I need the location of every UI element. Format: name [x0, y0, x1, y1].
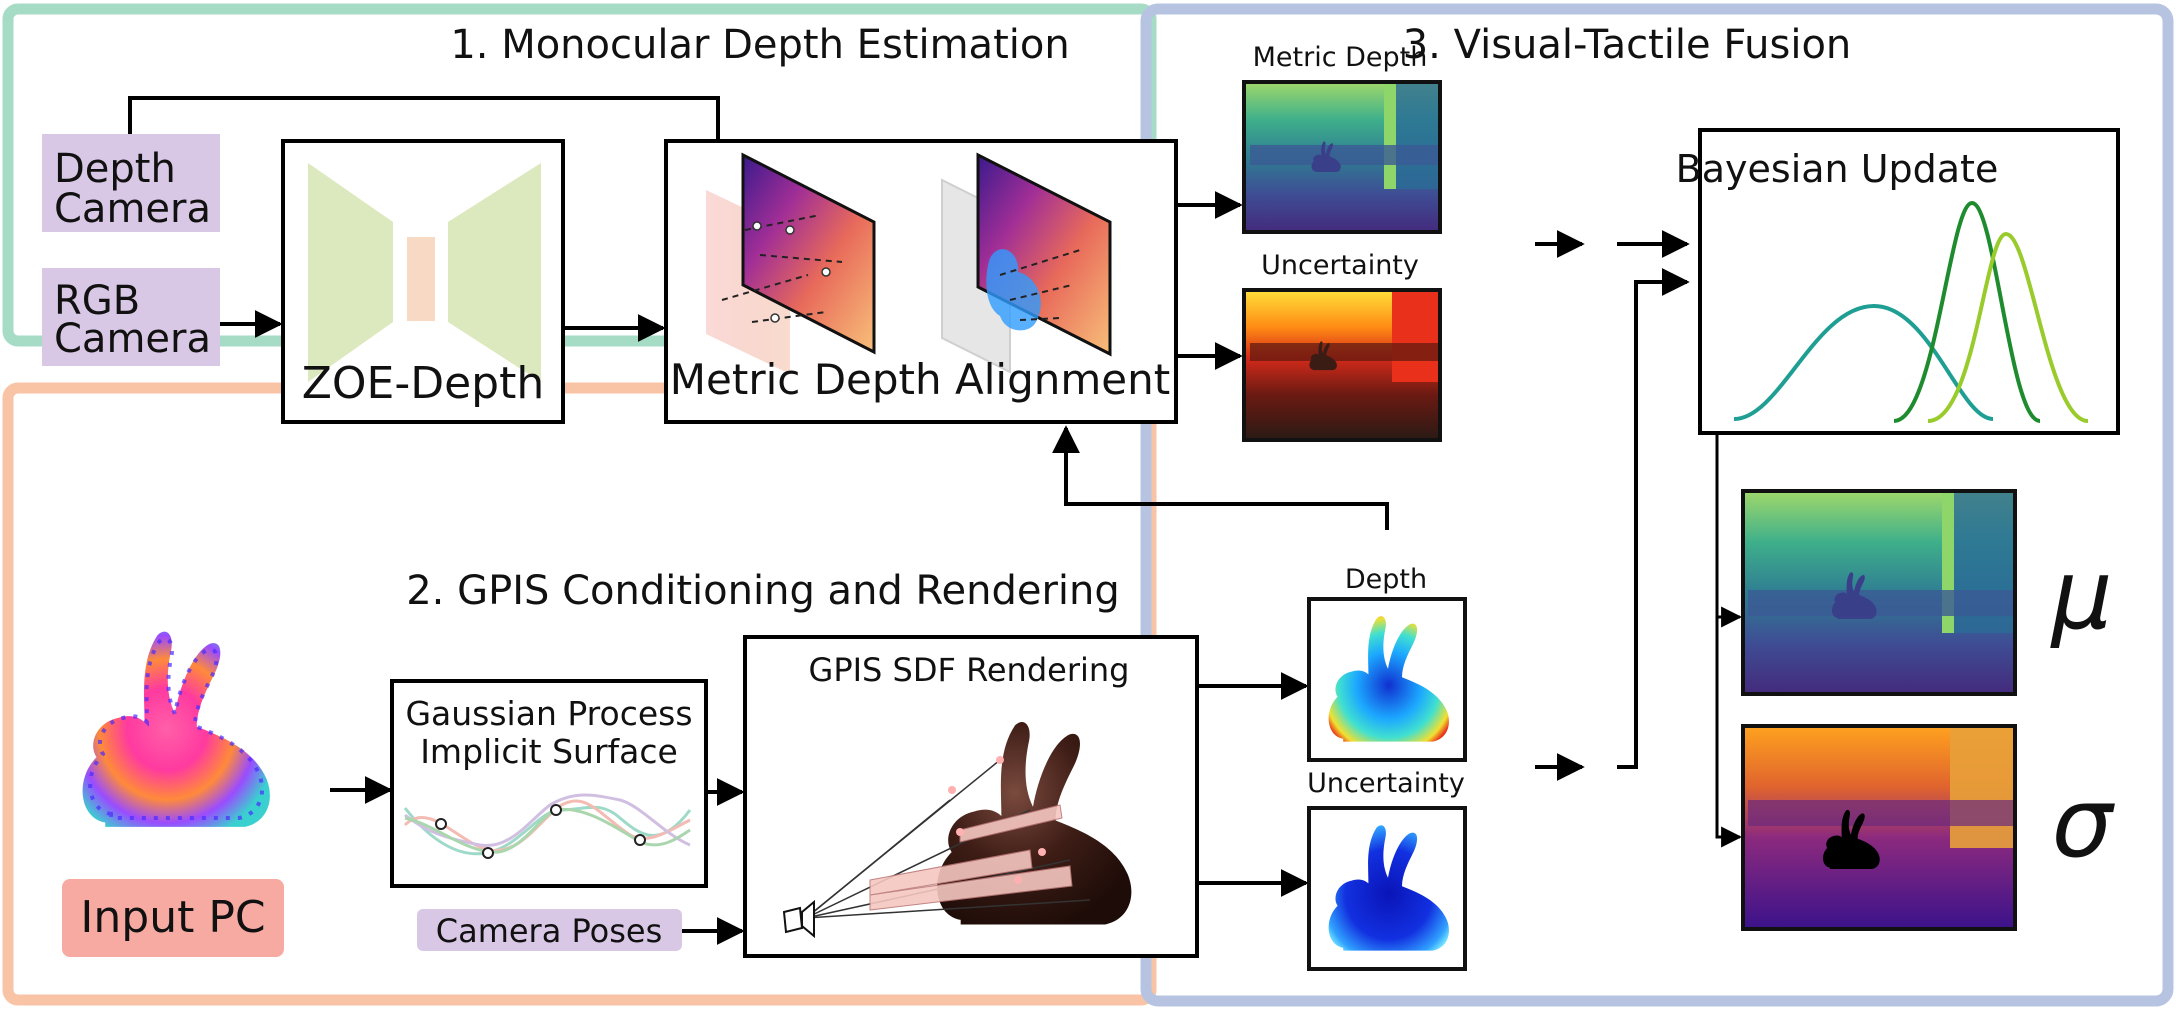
depth-camera-label-line2: Camera [54, 186, 211, 232]
uncertainty-table [1250, 343, 1438, 361]
fused-uncertainty-wall [1950, 728, 2013, 848]
alignment-aligned-correspondence-lines [999, 249, 1081, 321]
alignment-aligned-depth-plane [976, 152, 1112, 357]
bayes-likelihood-curve [1927, 231, 2089, 423]
gpis-to-alignment-arrow [1052, 425, 1389, 530]
gp-label-line1: Gaussian Process [405, 694, 692, 733]
zoe-bottleneck-shape [407, 237, 435, 321]
alignment-blue-overlay [986, 249, 1041, 331]
render-label: GPIS SDF Rendering [809, 651, 1130, 689]
alignment-label: Metric Depth Alignment [670, 355, 1170, 404]
camera-poses-box [417, 909, 682, 951]
bayes-box [1698, 128, 2120, 435]
sigma-symbol: σ [2052, 767, 2116, 879]
section2-title: 2. GPIS Conditioning and Rendering [406, 568, 1120, 614]
section1-title: 1. Monocular Depth Estimation [450, 22, 1069, 68]
rgb-camera-label-line1: RGB [54, 278, 140, 324]
input-pc-box [62, 879, 284, 957]
input-point-cloud [82, 631, 270, 827]
uncertainty-wall [1392, 292, 1438, 382]
section3-title: 3. Visual-Tactile Fusion [1403, 22, 1852, 68]
metric-depth-wall-edge [1384, 84, 1396, 189]
bayes-to-mu-arrow [1715, 433, 1743, 628]
camera-poses-label: Camera Poses [436, 912, 663, 950]
gp-box [390, 679, 708, 888]
fusion-input2-arrow [1617, 268, 1690, 769]
depth-camera-box [42, 134, 220, 232]
zoe-depth-label: ZOE-Depth [302, 358, 544, 409]
bayes-posterior-curve [1893, 200, 2041, 423]
zoe-encoder-shape [308, 163, 393, 382]
render-camera-icon [782, 899, 815, 939]
render-ray-samples [948, 756, 1046, 884]
gp-label-line2: Implicit Surface [420, 732, 678, 771]
input-pc-label: Input PC [80, 892, 265, 943]
fused-uncertainty-table [1748, 800, 2013, 826]
rgb-camera-label-line2: Camera [54, 316, 211, 362]
rgb-camera-box [42, 268, 220, 366]
metric-depth-wall [1390, 84, 1438, 189]
metric-depth-title: Metric Depth [1253, 42, 1428, 73]
alignment-sample-points [752, 221, 831, 323]
gp-observation-points [435, 804, 646, 859]
gpis-depth-title: Depth [1345, 564, 1427, 595]
gpis-uncertainty-title: Uncertainty [1307, 768, 1465, 799]
bayes-label: Bayesian Update [1676, 147, 1999, 191]
alignment-relative-depth-plane [741, 152, 876, 355]
zoe-decoder-shape [448, 163, 541, 382]
bayes-prior-curve [1733, 303, 1994, 421]
metric-depth-table [1250, 145, 1438, 165]
uncertainty-title: Uncertainty [1261, 250, 1419, 281]
render-ray-cones [869, 804, 1073, 911]
mu-symbol: μ [2049, 539, 2112, 651]
bayes-to-sigma-arrow [1715, 617, 1743, 848]
depth-camera-label-line1: Depth [54, 146, 176, 192]
fused-mean-table [1748, 590, 2013, 616]
